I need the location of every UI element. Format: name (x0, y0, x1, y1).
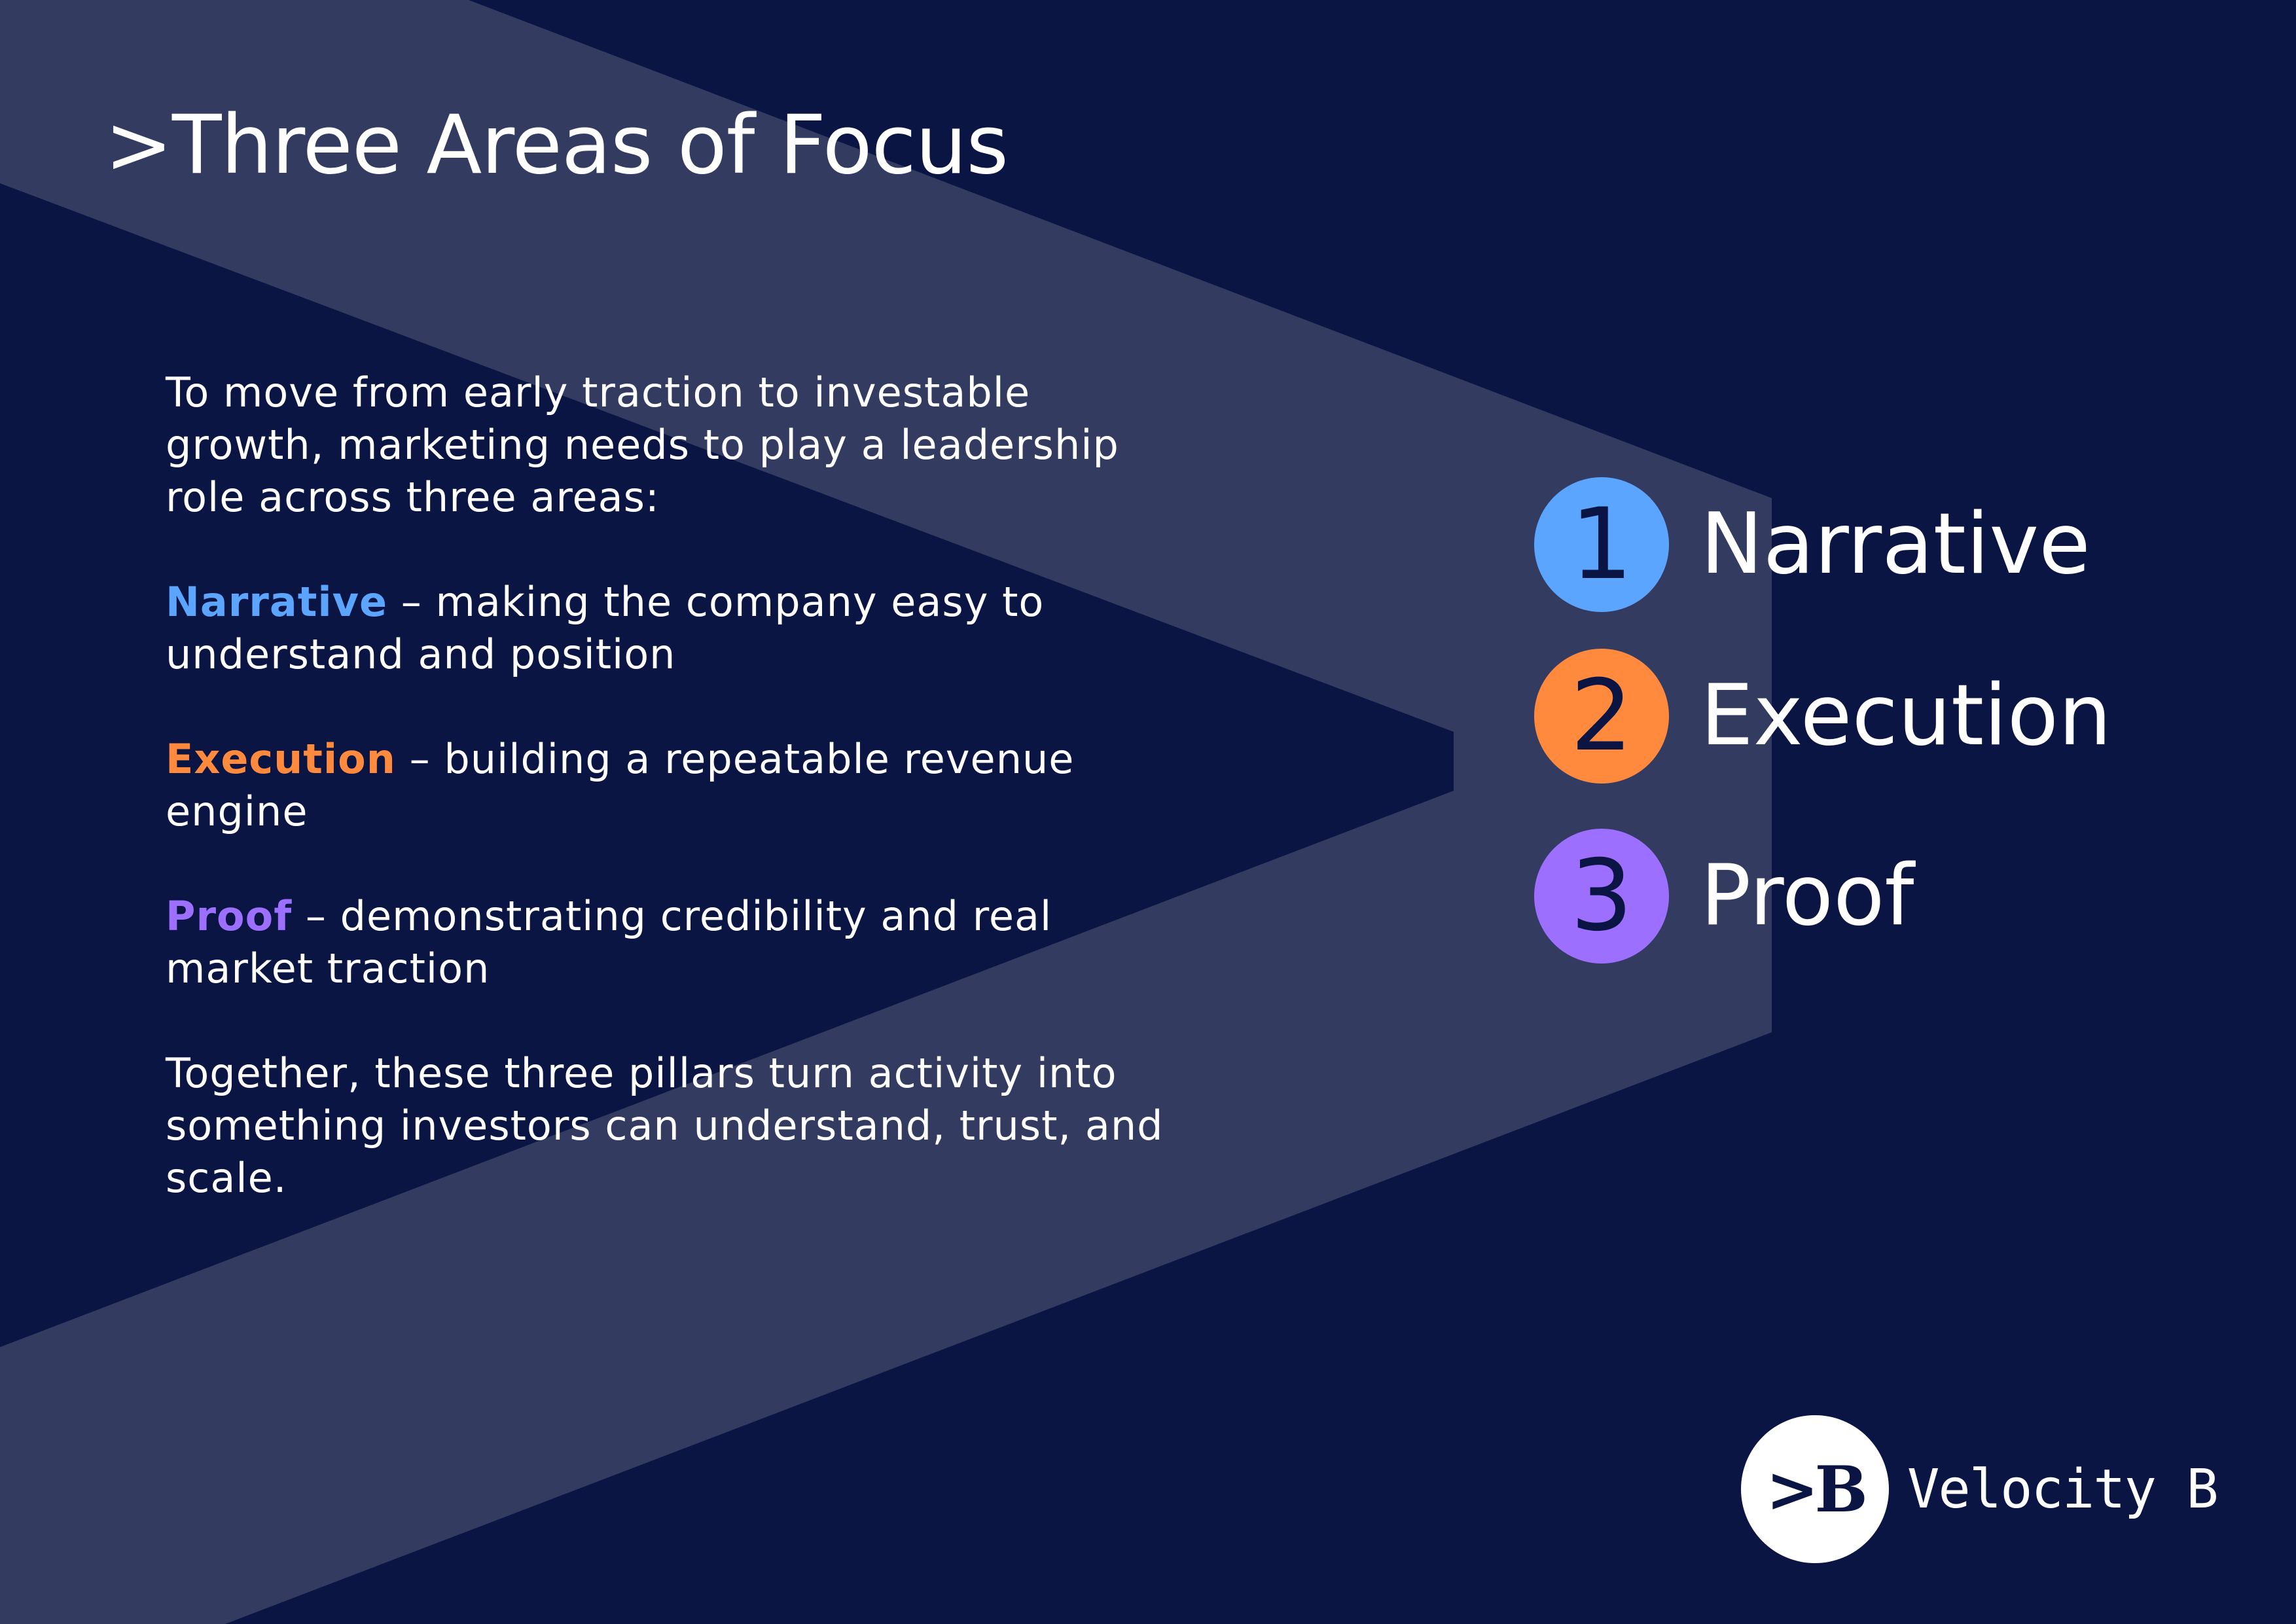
body-text: To move from early traction to investabl… (166, 367, 1187, 1257)
pillar-execution: 2 Execution (1534, 649, 2111, 784)
page-title: >Three Areas of Focus (105, 98, 1009, 192)
pillar-label-proof: Proof (1700, 847, 1914, 945)
chevron-band (0, 0, 1772, 1624)
pillar-label-narrative: Narrative (1700, 496, 2090, 593)
narrative-keyword: Narrative (166, 578, 388, 626)
logo-mark-icon: >B (1741, 1415, 1889, 1563)
conclusion-paragraph: Together, these three pillars turn activ… (166, 1049, 1164, 1202)
proof-paragraph: Proof – demonstrating credibility and re… (166, 890, 1187, 995)
narrative-description: – making the company easy to understand … (166, 578, 1045, 678)
number-badge-2: 2 (1534, 649, 1669, 784)
velocity-b-logo: >B Velocity B (1741, 1415, 2219, 1563)
pillar-narrative: 1 Narrative (1534, 477, 2090, 612)
intro-paragraph: To move from early traction to investabl… (166, 369, 1119, 521)
execution-description: – building a repeatable revenue engine (166, 735, 1075, 835)
pillar-proof: 3 Proof (1534, 829, 1914, 964)
execution-keyword: Execution (166, 735, 396, 783)
narrative-paragraph: Narrative – making the company easy to u… (166, 576, 1187, 681)
logo-wordmark: Velocity B (1907, 1458, 2219, 1521)
pillar-label-execution: Execution (1700, 667, 2112, 765)
number-badge-3: 3 (1534, 829, 1669, 964)
proof-keyword: Proof (166, 892, 293, 940)
execution-paragraph: Execution – building a repeatable revenu… (166, 733, 1187, 838)
proof-description: – demonstrating credibility and real mar… (166, 892, 1052, 992)
number-badge-1: 1 (1534, 477, 1669, 612)
